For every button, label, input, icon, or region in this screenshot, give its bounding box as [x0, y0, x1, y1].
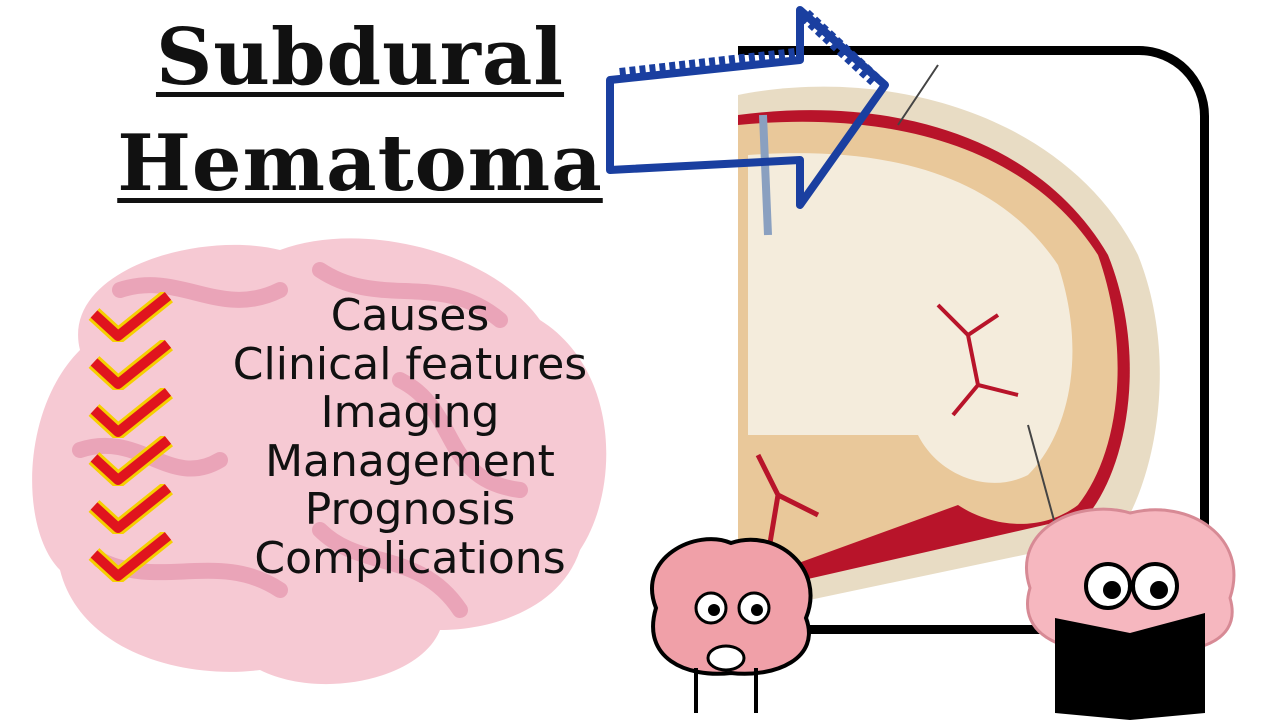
thinking-brain-icon — [650, 537, 813, 713]
topic-management: Management — [265, 435, 555, 487]
brain-illustration-frame — [738, 46, 1209, 634]
topic-imaging: Imaging — [320, 387, 500, 438]
check-icon — [88, 340, 173, 390]
topic-complications: Complications — [254, 532, 566, 584]
check-icon — [88, 436, 173, 486]
check-icon — [88, 292, 173, 342]
check-icon — [88, 484, 173, 534]
title-line-2: Hematoma — [117, 118, 603, 209]
arrow-icon — [606, 6, 889, 209]
coronal-brain-illustration — [738, 64, 1160, 615]
check-icon — [88, 388, 173, 438]
topic-prognosis: Prognosis — [304, 484, 516, 535]
topic-list: Causes Clinical features Imaging Managem… — [195, 290, 625, 584]
topic-clinical-features: Clinical features — [232, 338, 588, 390]
reading-brain-icon — [1025, 507, 1236, 720]
title-line-1: Subdural — [155, 12, 565, 103]
topic-causes: Causes — [330, 290, 490, 341]
check-icon — [88, 532, 173, 582]
